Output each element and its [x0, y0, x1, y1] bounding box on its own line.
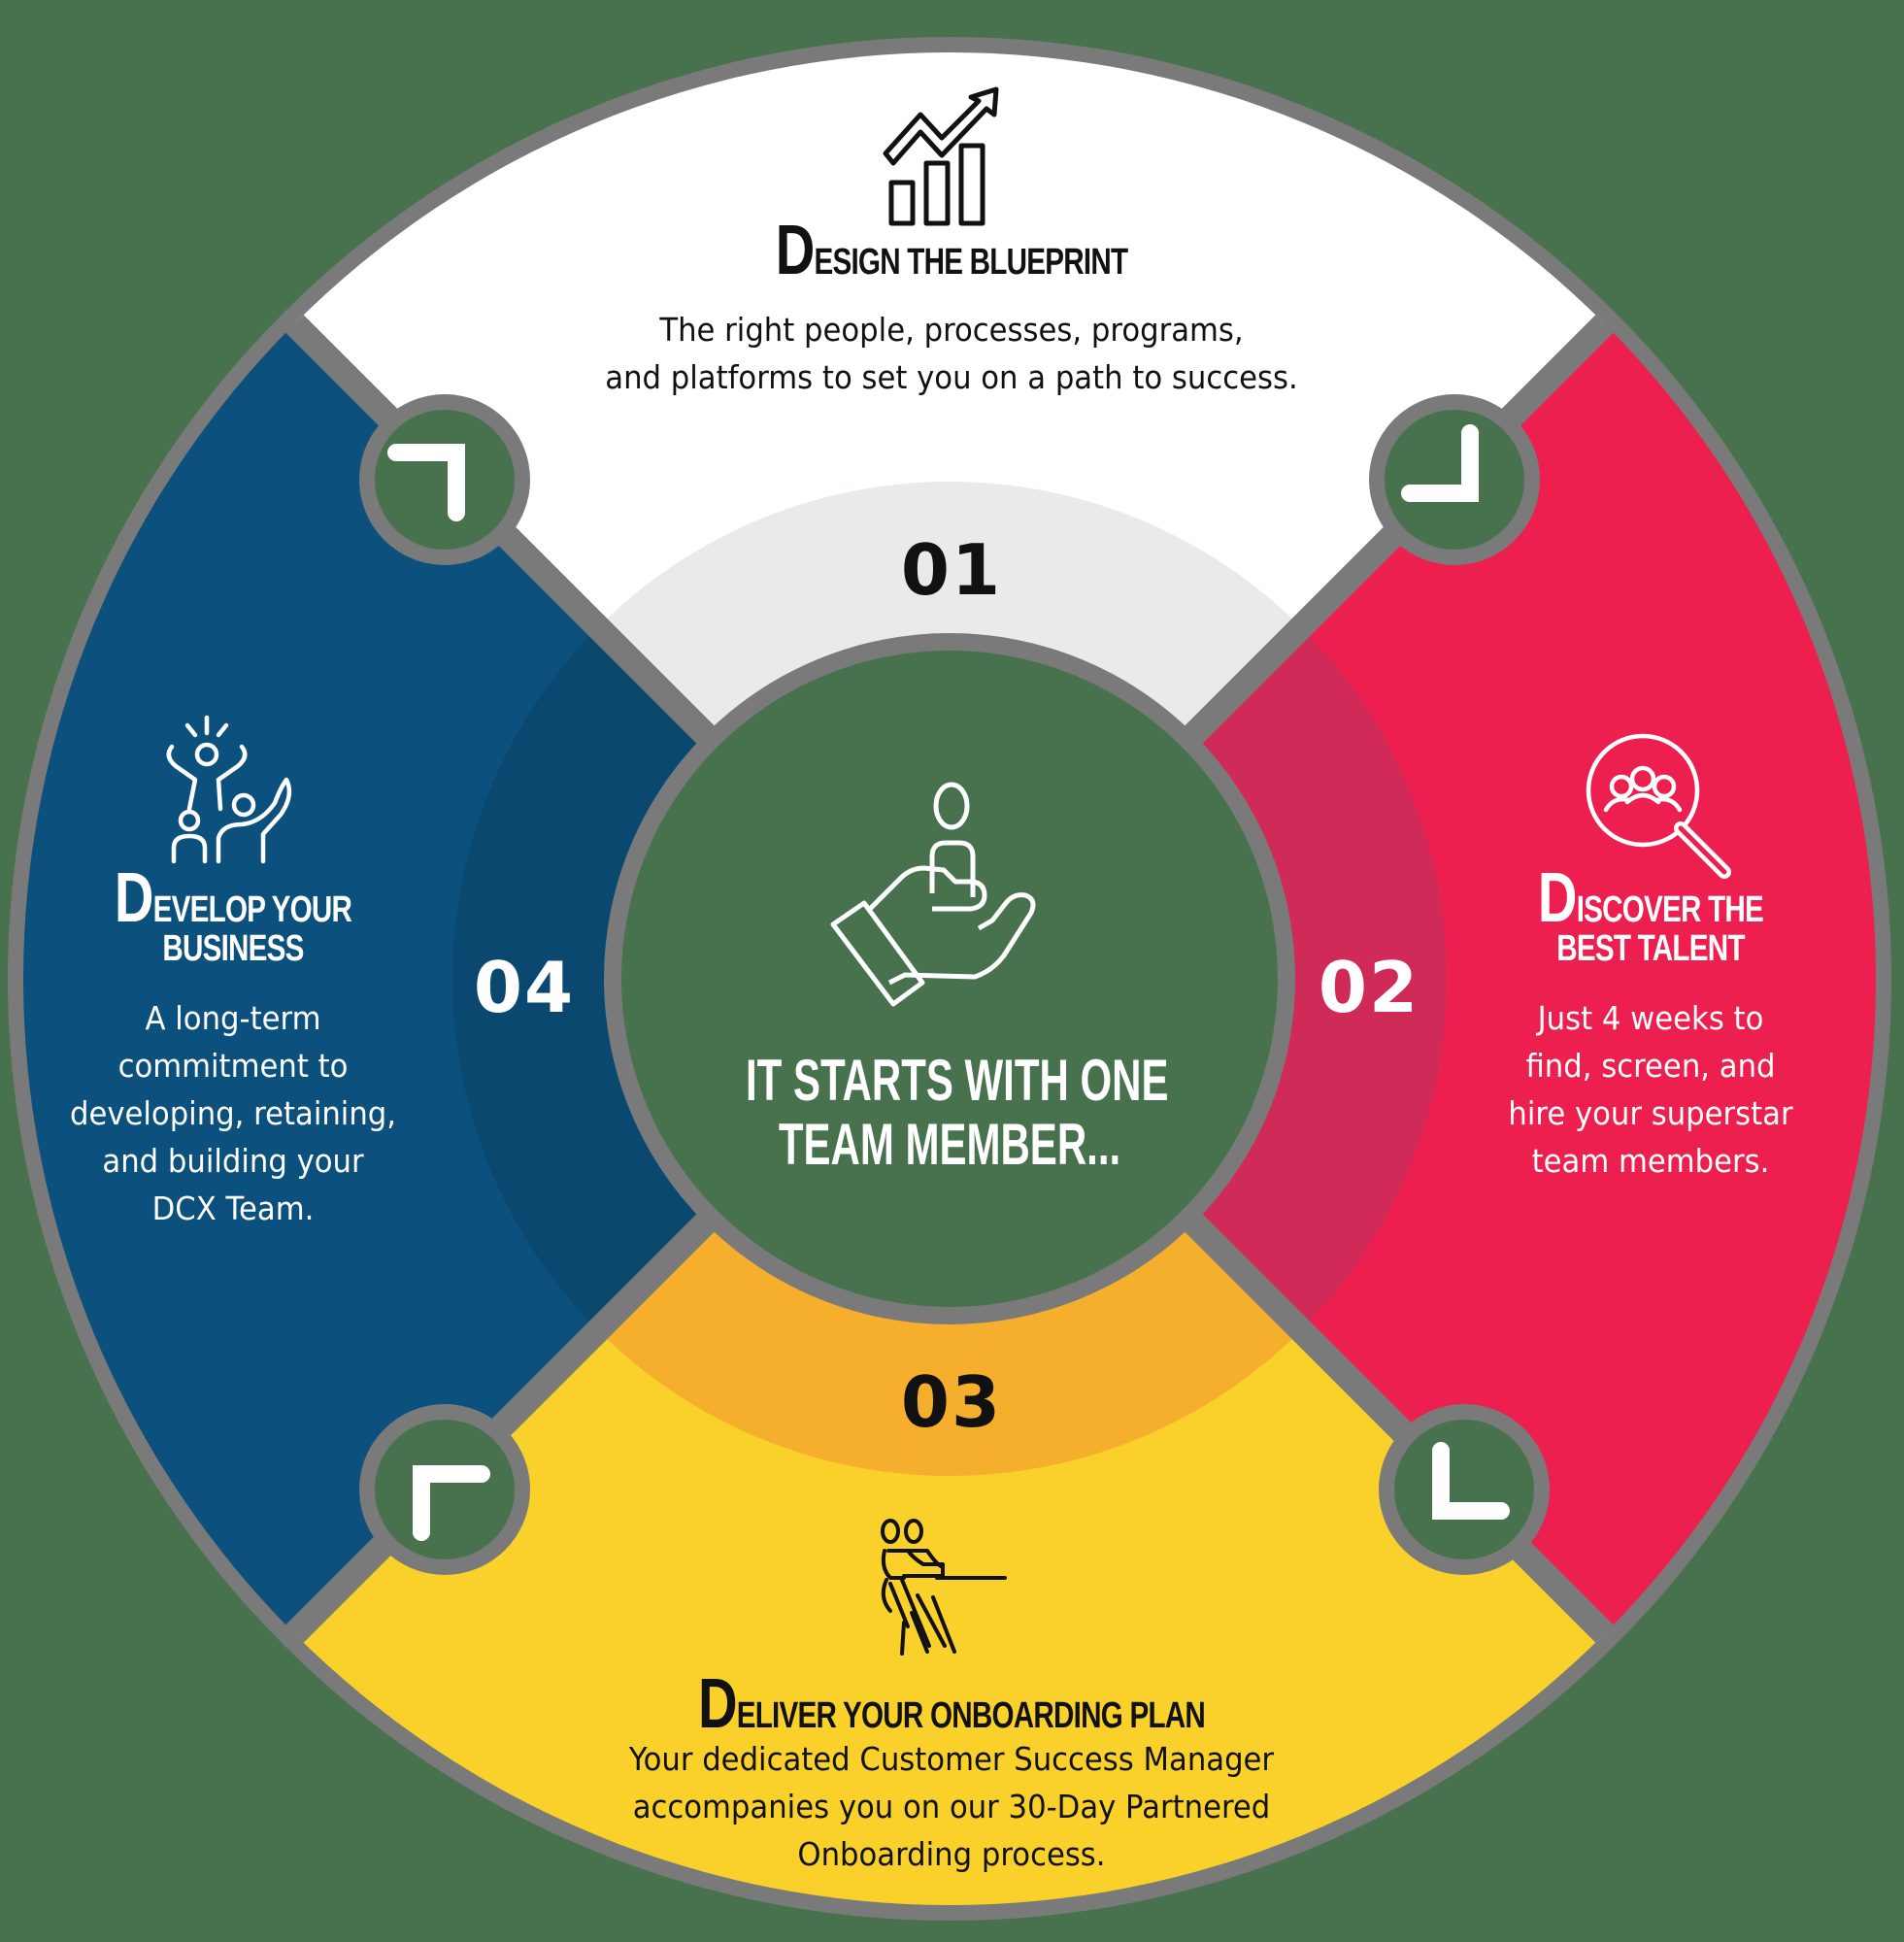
step-04-description: A long-term commitment to developing, re… — [69, 999, 397, 1227]
corner-arrow-icon — [1432, 1442, 1510, 1520]
step-03-number: 03 — [900, 1361, 1003, 1443]
center-title: IT STARTS WITH ONE TEAM MEMBER... — [746, 1048, 1169, 1177]
step-01-number: 01 — [900, 529, 1003, 611]
celebrating-team-icon — [166, 715, 292, 864]
center-circle — [621, 651, 1278, 1307]
step-01-title: Design the blueprint — [775, 212, 1128, 289]
connector-bottom-right — [1379, 1404, 1550, 1575]
step-03-title: Deliver your onboarding plan — [697, 1665, 1206, 1743]
corner-arrow-icon — [387, 444, 465, 521]
step-02-title: Discover the best talent — [1537, 859, 1764, 969]
connector-bottom-left — [359, 1404, 530, 1575]
hand-holding-person-icon — [830, 782, 1036, 1007]
connector-top-left — [359, 394, 530, 565]
corner-arrow-icon — [1401, 424, 1479, 502]
step-02-description: Just 4 weeks to find, screen, and hire y… — [1508, 999, 1793, 1180]
growth-chart-icon — [883, 86, 999, 226]
tug-of-war-icon — [881, 1519, 1007, 1656]
step-01-description: The right people, processes, programs, a… — [605, 311, 1298, 396]
corner-arrow-icon — [413, 1465, 490, 1541]
step-04-number: 04 — [473, 947, 576, 1028]
people-search-icon — [1586, 733, 1731, 879]
step-04-title: Develop your business — [114, 859, 352, 969]
connector-top-right — [1369, 394, 1540, 565]
step-02-number: 02 — [1318, 947, 1420, 1028]
step-03-description: Your dedicated Customer Success Manager … — [628, 1740, 1275, 1873]
